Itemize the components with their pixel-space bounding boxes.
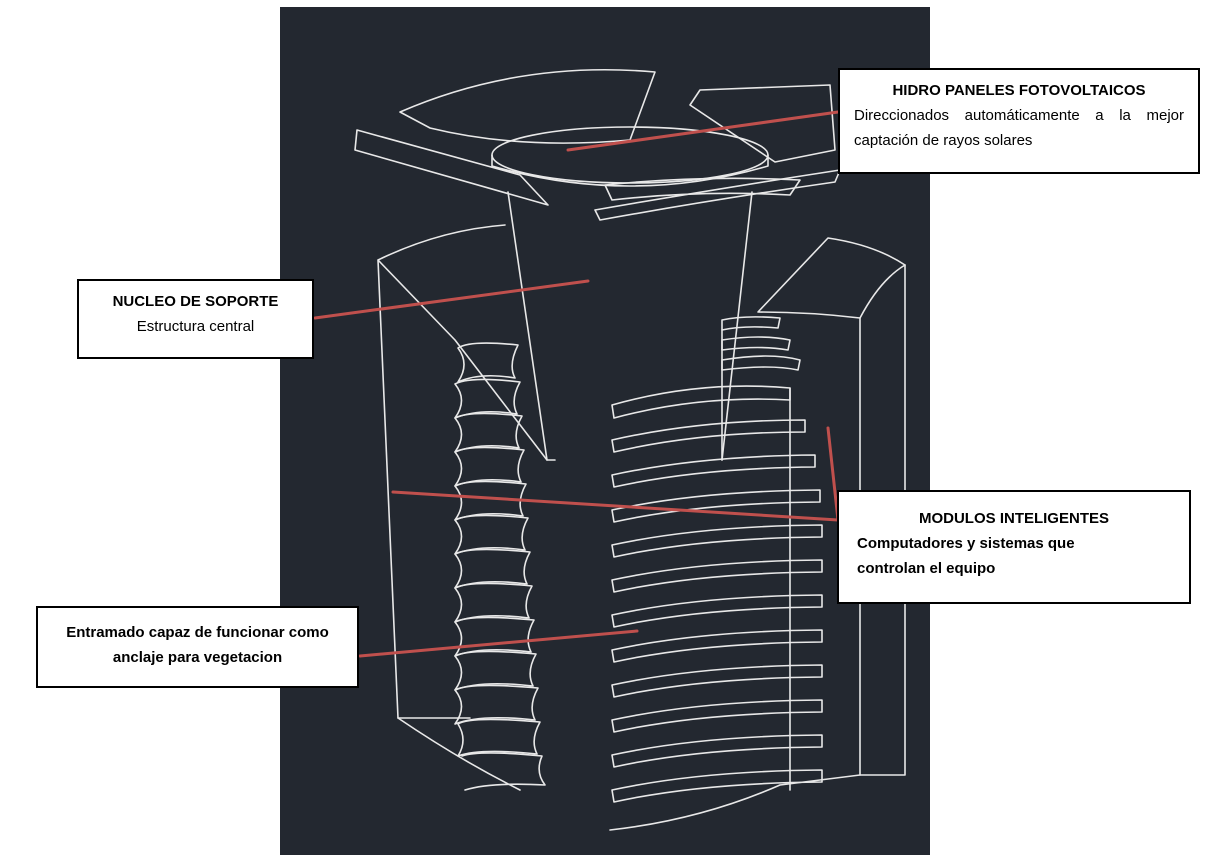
leader-line-modulos-horizontal xyxy=(393,492,838,520)
leader-line-paneles xyxy=(568,112,838,150)
callout-paneles-description: Direccionados automáticamente a la mejor… xyxy=(854,103,1184,153)
callout-paneles-title: HIDRO PANELES FOTOVOLTAICOS xyxy=(854,78,1184,103)
callout-modulos-title: MODULOS INTELIGENTES xyxy=(855,506,1173,531)
callout-modulos-description: Computadores y sistemas que controlan el… xyxy=(855,531,1117,581)
leader-line-nucleo xyxy=(315,281,588,318)
top-disc xyxy=(492,127,768,183)
callout-entramado: Entramado capaz de funcionar como anclaj… xyxy=(36,606,359,688)
callout-entramado-description: Entramado capaz de funcionar como anclaj… xyxy=(48,620,347,670)
left-fins xyxy=(455,343,545,790)
central-core xyxy=(508,192,752,460)
callout-paneles: HIDRO PANELES FOTOVOLTAICOS Direccionado… xyxy=(838,68,1200,174)
callout-nucleo: NUCLEO DE SOPORTE Estructura central xyxy=(77,279,314,359)
callout-nucleo-description: Estructura central xyxy=(89,314,302,339)
solar-panel-left xyxy=(400,70,655,143)
callout-modulos: MODULOS INTELIGENTES Computadores y sist… xyxy=(837,490,1191,604)
callout-nucleo-title: NUCLEO DE SOPORTE xyxy=(89,289,302,314)
